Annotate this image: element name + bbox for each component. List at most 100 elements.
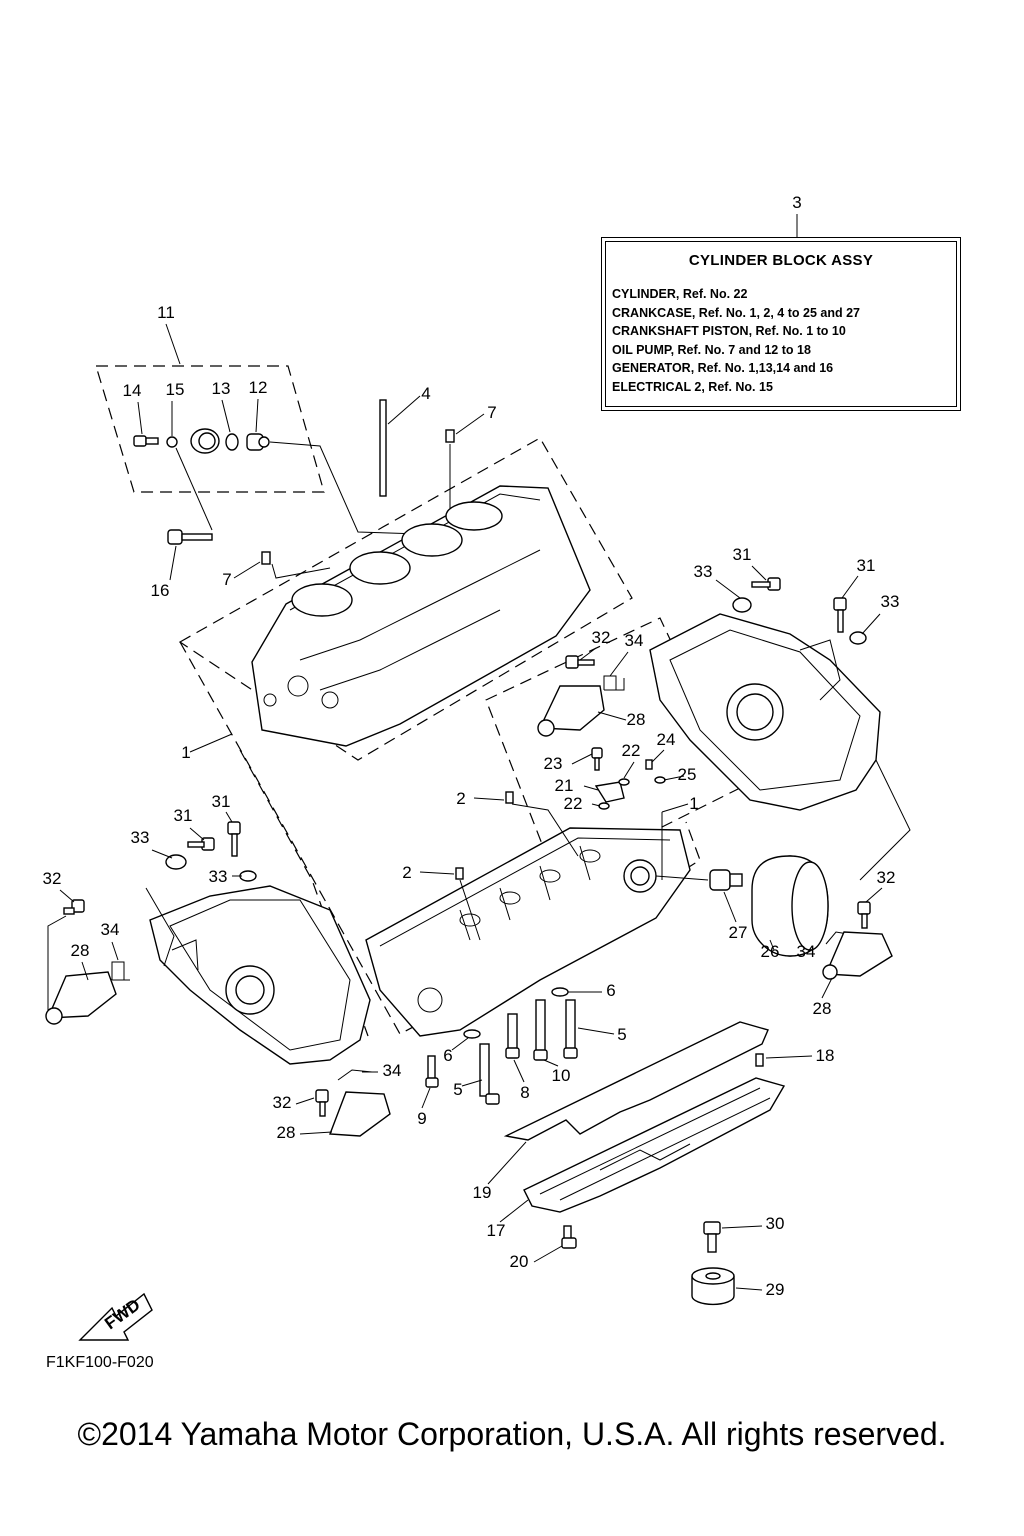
leader-32a: [579, 647, 597, 661]
leader-16: [169, 545, 177, 581]
leader-5b: [461, 1079, 483, 1087]
callout-c33c: 33: [131, 828, 150, 847]
callout-c4: 4: [421, 384, 430, 403]
part-34-clip-d: [337, 1069, 373, 1081]
callout-c34a: 34: [625, 631, 644, 650]
leader-33a: [715, 579, 741, 599]
callout-c23: 23: [544, 754, 563, 773]
callout-c6b: 6: [443, 1046, 452, 1065]
leader-28c: [821, 977, 833, 999]
leader-15-down: [175, 447, 213, 531]
leader-34a: [609, 651, 629, 677]
leader-32b-down: [47, 915, 67, 1012]
fwd-arrow-icon: FWD: [78, 1292, 153, 1341]
part-26-oil-filter: [751, 855, 829, 957]
copyright-notice: ©2014 Yamaha Motor Corporation, U.S.A. A…: [77, 1416, 947, 1452]
callout-c25: 25: [678, 765, 697, 784]
part-9-bolt: [425, 1055, 439, 1088]
leader-1b: [661, 803, 689, 813]
callout-c31b: 31: [857, 556, 876, 575]
callout-c28a: 28: [627, 710, 646, 729]
part-12-cap: [246, 433, 270, 451]
leader-9: [421, 1087, 431, 1109]
part-15-washer: [166, 436, 178, 448]
callout-c6a: 6: [606, 981, 615, 1000]
leader-cover-left: [145, 887, 175, 967]
callout-c1b: 1: [689, 794, 698, 813]
leader-1a: [189, 733, 233, 753]
leader-28b: [81, 961, 89, 981]
part-32-bolt-b: [63, 899, 85, 915]
part-8-bolt: [505, 1013, 520, 1059]
part-14-bolt: [133, 435, 159, 447]
leader-23: [571, 753, 593, 765]
callout-c7b: 7: [222, 570, 231, 589]
leader-4: [387, 395, 421, 425]
callout-c32d: 32: [273, 1093, 292, 1112]
leader-6b: [451, 1037, 469, 1051]
callout-c8: 8: [520, 1083, 529, 1102]
callout-c28c: 28: [813, 999, 832, 1018]
callout-c34b: 34: [797, 942, 816, 961]
part-31-bolt-b: [833, 597, 847, 633]
part-32-bolt-c: [857, 901, 871, 929]
part-5-bolt-a: [563, 999, 578, 1059]
leader-19: [487, 1141, 527, 1185]
callout-c2a: 2: [456, 789, 465, 808]
callout-c29: 29: [766, 1280, 785, 1299]
part-33-washer-c: [165, 854, 187, 870]
assembly-line-cylinder: CYLINDER, Ref. No. 22: [612, 287, 748, 301]
part-30-bolt: [703, 1221, 721, 1253]
callout-c24: 24: [657, 730, 676, 749]
callout-c2b: 2: [402, 863, 411, 882]
leader-25: [663, 775, 685, 781]
callout-c5b: 5: [453, 1080, 462, 1099]
callout-c3: 3: [792, 193, 801, 212]
generator-cover-left: [149, 885, 371, 1065]
callout-c28b: 28: [71, 941, 90, 960]
part-24-dowel: [645, 759, 653, 770]
leader-27-to-block: [655, 875, 709, 881]
leader-33b: [861, 613, 881, 635]
part-28-mount-a: [537, 685, 605, 737]
part-6-washer-b: [463, 1029, 481, 1039]
part-2-dowel-a: [505, 791, 514, 804]
assembly-line-oil-pump: OIL PUMP, Ref. No. 7 and 12 to 18: [612, 342, 811, 357]
leader-24: [651, 749, 665, 763]
upper-block-outline: [178, 437, 633, 761]
callout-c21: 21: [555, 776, 574, 795]
part-32-bolt-a: [565, 655, 595, 669]
callout-c16: 16: [151, 581, 170, 600]
part-33-washer-d: [239, 870, 257, 882]
leader-2a-down: [511, 803, 579, 857]
part-16-bolt: [167, 529, 213, 545]
leader-30: [721, 1225, 763, 1229]
leader-14: [137, 401, 143, 435]
leader-2a: [473, 797, 505, 801]
leader-12-to-block: [269, 441, 421, 535]
part-19-gasket: [503, 1021, 769, 1141]
part-20-drain-bolt: [561, 1225, 577, 1249]
leader-31a: [751, 565, 767, 581]
leader-7a: [455, 413, 485, 435]
callout-c15: 15: [166, 380, 185, 399]
callout-c1a: 1: [181, 743, 190, 762]
callout-c7a: 7: [487, 403, 496, 422]
part-22-oring-a: [618, 778, 630, 786]
callout-c17: 17: [487, 1221, 506, 1240]
callout-c22b: 22: [564, 794, 583, 813]
callout-c18: 18: [816, 1046, 835, 1065]
part-18-dowel: [755, 1053, 764, 1067]
part-28-mount-c: [822, 931, 893, 980]
callout-c13: 13: [212, 379, 231, 398]
callout-c32c: 32: [877, 868, 896, 887]
upper-cylinder-block: [251, 485, 591, 747]
part-21-pipe: [594, 781, 625, 803]
callout-c19: 19: [473, 1183, 492, 1202]
leader-7b-across: [271, 563, 331, 579]
callout-c20: 20: [510, 1252, 529, 1271]
part-10-bolt: [533, 999, 548, 1061]
part-23-bolt: [591, 747, 603, 771]
leader-27: [723, 891, 737, 923]
